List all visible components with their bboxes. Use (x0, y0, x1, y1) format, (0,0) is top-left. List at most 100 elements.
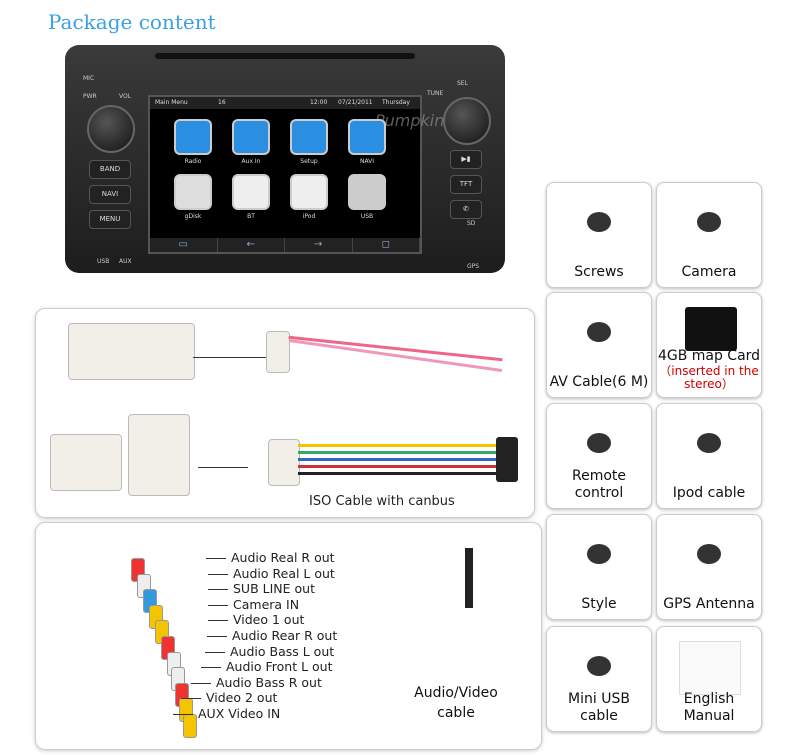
item-image (677, 529, 741, 579)
gps-label: GPS (467, 263, 480, 270)
item-name: Screws (574, 264, 624, 280)
canbus-plug (268, 439, 300, 486)
watermark: Pumpkin (375, 111, 445, 130)
item-caption: Style (547, 596, 651, 613)
item-name: GPS Antenna (663, 596, 755, 612)
av-output-label: Audio Rear R out (232, 628, 338, 643)
item-image (567, 641, 631, 691)
item-gps-antenna: GPS Antenna (656, 514, 762, 620)
av-output-label: Audio Real R out (231, 550, 335, 565)
app-icon (232, 119, 270, 155)
usb-label: USB (97, 258, 110, 265)
item-caption: Ipod cable (657, 485, 761, 502)
sel-label: SEL (457, 80, 468, 87)
item-image (677, 197, 741, 247)
leader-line (173, 714, 193, 715)
app-icon (348, 119, 386, 155)
leader-line (205, 651, 225, 653)
leader-line (207, 636, 227, 637)
item-caption: GPS Antenna (657, 596, 761, 613)
tune-knob (443, 97, 491, 145)
canbus-connector-b (128, 414, 190, 496)
page-title: Package content (48, 10, 216, 34)
app-icon (174, 174, 212, 210)
app-label: iPod (302, 213, 316, 220)
app-icon (174, 119, 212, 155)
sd-label: SD (467, 220, 476, 227)
item-image (567, 197, 631, 247)
item-av-cable-6-m-: AV Cable(6 M) (546, 292, 652, 398)
av-output-label: Video 2 out (206, 690, 278, 706)
app-label: USB (360, 213, 374, 220)
app-label: Aux In (241, 158, 261, 165)
av-cable-label-line2: cable (437, 705, 475, 721)
item-name: Remote control (571, 468, 627, 501)
mic-label: MIC (83, 75, 95, 82)
item-caption: Screws (547, 264, 651, 281)
item-caption: English Manual (657, 691, 761, 725)
item-name: Camera (681, 264, 737, 280)
stereo-screen: Main Menu 16 12:00 07/21/2011 Thursday P… (148, 95, 444, 254)
window-icon: ◻ (353, 238, 420, 252)
microsd-card-image (685, 307, 737, 351)
av-output-label: Audio Real L out (233, 565, 335, 581)
status-bar: Main Menu 16 12:00 07/21/2011 Thursday (150, 97, 420, 109)
iso-connector-large (68, 323, 195, 380)
canbus-connector-a (50, 434, 122, 491)
item-image (567, 418, 631, 468)
item-4gb-map-card: 4GB map Card（inserted in the stereo） (656, 292, 762, 398)
app-aux-in: Aux In (230, 119, 272, 167)
screen-day: Thursday (382, 99, 410, 106)
av-cable-label: Audio/Video cable (386, 683, 526, 723)
item-style: Style (546, 514, 652, 620)
app-bt: BT (230, 174, 272, 222)
screen-time: 12:00 (310, 99, 328, 106)
item-caption: Camera (657, 264, 761, 281)
leader-line (208, 620, 228, 622)
av-cable-label-line1: Audio/Video (414, 685, 498, 701)
leader-line (181, 698, 201, 700)
item-image (567, 529, 631, 579)
iso-cable-label: ISO Cable with canbus (309, 494, 455, 509)
leader-line (208, 573, 228, 575)
phone-button: ✆ (450, 200, 482, 219)
app-radio: Radio (172, 119, 214, 167)
app-icon (290, 174, 328, 210)
item-name: English Manual (683, 691, 735, 724)
app-label: NAVI (359, 158, 375, 165)
pwr-label: PWR (83, 93, 97, 100)
arrow-right-icon: → (285, 238, 353, 252)
av-output-label: Audio Bass L out (230, 643, 335, 659)
app-setup: Setup (288, 119, 330, 167)
item-name: Style (581, 596, 617, 612)
aux-label: AUX (119, 258, 132, 265)
leader-line (191, 682, 211, 684)
tune-label: TUNE (427, 90, 444, 97)
av-output-label: AUX Video IN (198, 706, 281, 721)
item-remote-control: Remote control (546, 403, 652, 509)
screen-number: 16 (218, 99, 226, 106)
app-label: Setup (300, 158, 318, 165)
app-icon (348, 174, 386, 210)
leader-line (208, 604, 228, 606)
item-caption: Remote control (547, 468, 651, 502)
item-ipod-cable: Ipod cable (656, 403, 762, 509)
app-usb: USB (346, 174, 388, 222)
item-image (567, 307, 631, 357)
arrow-left-icon: ← (218, 238, 285, 252)
av-output-label: Audio Front L out (226, 659, 333, 675)
car-stereo-image: MIC PWR VOL BAND NAVI MENU USB AUX SEL T… (65, 45, 505, 273)
item-mini-usb-cable: Mini USB cable (546, 626, 652, 732)
screen-menu-title: Main Menu (155, 99, 188, 106)
av-cable-image (421, 548, 516, 678)
item-name: Ipod cable (672, 485, 746, 501)
item-caption: AV Cable(6 M) (547, 374, 651, 391)
item-caption: 4GB map Card（inserted in the stereo） (657, 348, 761, 391)
iso-plug (266, 331, 290, 373)
band-button: BAND (89, 160, 131, 179)
app-ipod: iPod (288, 174, 330, 222)
tft-button: TFT (450, 175, 482, 194)
av-output-label: Camera IN (233, 596, 300, 612)
app-label: gDisk (184, 213, 202, 220)
